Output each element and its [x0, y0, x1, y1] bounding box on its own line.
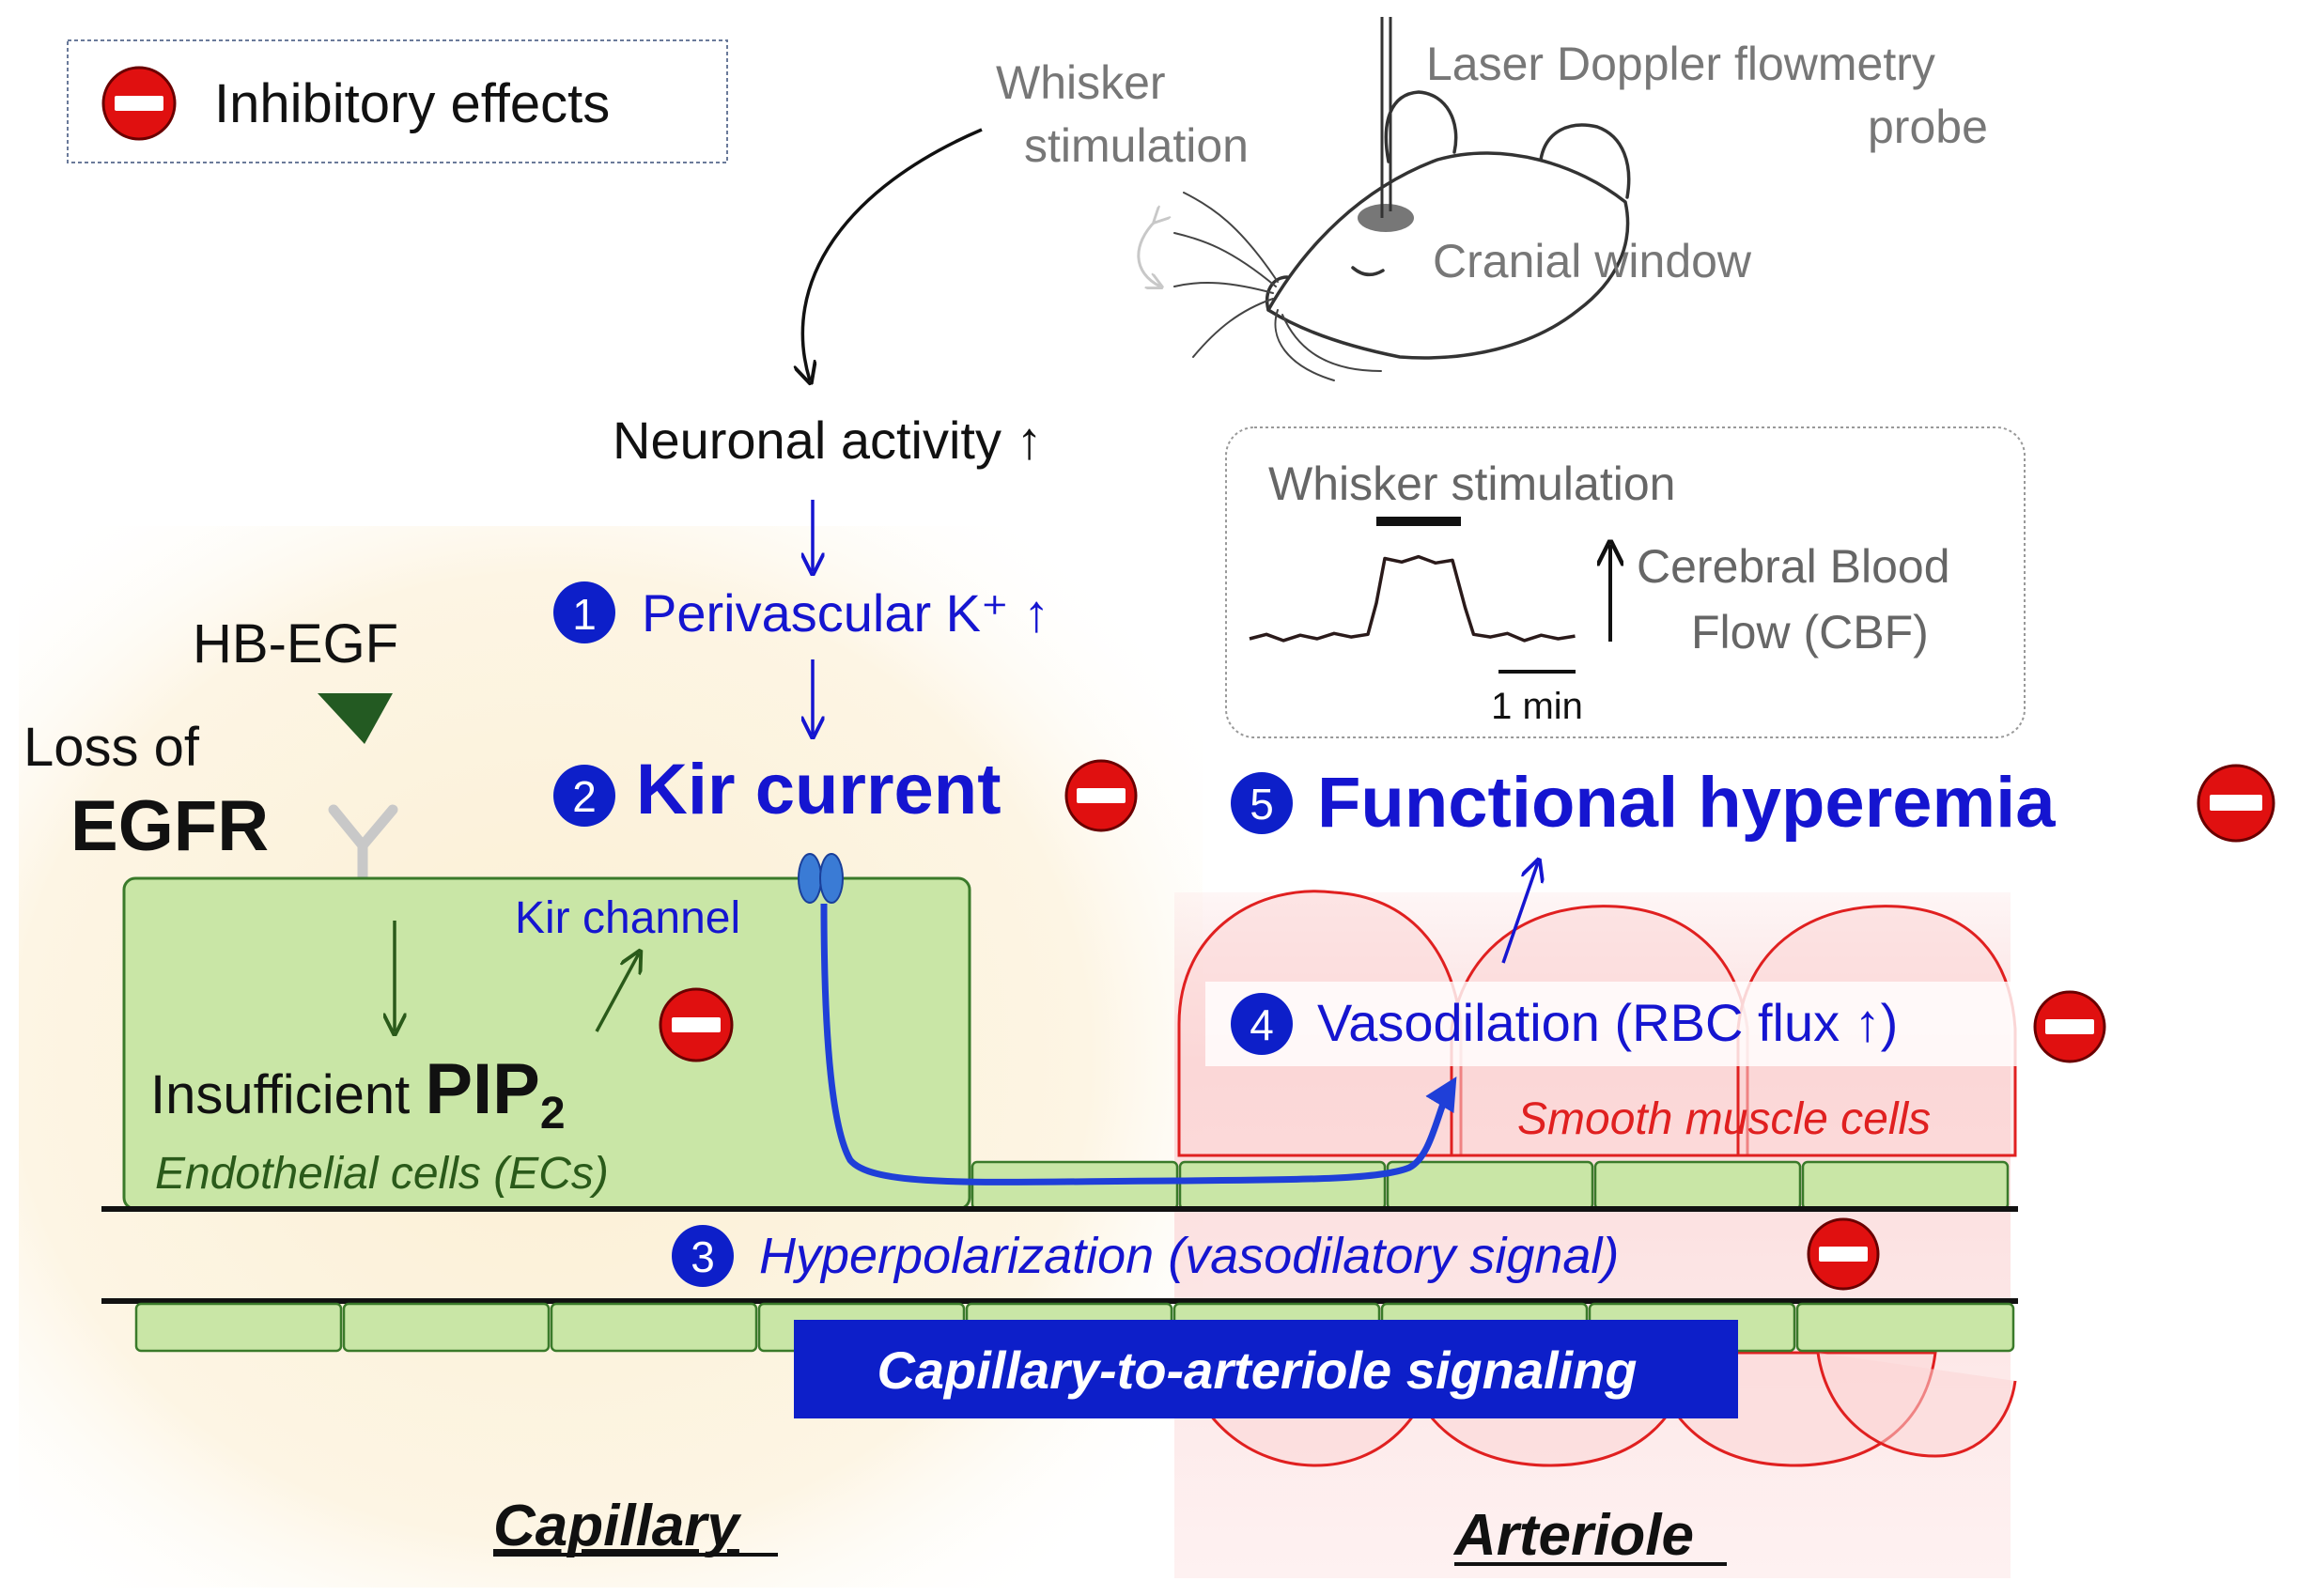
- pip2-to-kir-arrow: [595, 953, 639, 1032]
- whisker-stimulation-label-line2: stimulation: [1024, 119, 1249, 172]
- svg-text:1: 1: [572, 590, 597, 639]
- cranial-window-shape: [1358, 204, 1414, 232]
- cbf-measure-line2: Flow (CBF): [1691, 606, 1929, 659]
- smooth-muscle-cells-label: Smooth muscle cells: [1517, 1094, 1931, 1144]
- step4-label-background: [1205, 982, 2021, 1066]
- pip2-inhibit-icon: [659, 987, 734, 1062]
- probe-label-line1: Laser Doppler flowmetry: [1426, 38, 1935, 90]
- egfr-label: EGFR: [70, 786, 269, 866]
- step3-badge: 3: [672, 1225, 734, 1287]
- functional-hyperemia-label: Functional hyperemia: [1317, 763, 2056, 843]
- hyperpolarization-label: Hyperpolarization (vasodilatory signal): [759, 1228, 1619, 1284]
- legend-label: Inhibitory effects: [214, 73, 610, 134]
- signal-propagation-arrow: [820, 903, 1457, 1185]
- step4-badge: 4: [1231, 993, 1293, 1055]
- vasodilation-to-hyperemia-arrow: [1501, 862, 1538, 964]
- kir-current-label: Kir current: [636, 750, 1001, 829]
- probe-label-line2: probe: [1868, 101, 1988, 153]
- hyperpolarization-inhibit-icon: [1807, 1217, 1880, 1291]
- kir-channel-label: Kir channel: [515, 893, 740, 943]
- cbf-inset-panel: Whisker stimulation Cerebral Blood Flow …: [1225, 426, 2026, 738]
- whisker-stimulation-label-line1: Whisker: [996, 56, 1166, 109]
- arteriole-label: Arteriole: [1452, 1503, 1694, 1568]
- kir-channel-icon: [798, 853, 844, 904]
- cbf-measure-line1: Cerebral Blood: [1637, 540, 1950, 593]
- cbf-trace: [1249, 554, 1576, 643]
- step1-badge: 1: [553, 581, 615, 643]
- whisker-to-neuron-arrow: [802, 128, 983, 380]
- endothelial-cells-label: Endothelial cells (ECs): [155, 1149, 609, 1199]
- step2-badge: 2: [553, 765, 615, 827]
- endothelial-segments-upper: [970, 1160, 2010, 1211]
- step5-badge: 5: [1231, 772, 1293, 834]
- legend-box: Inhibitory effects: [67, 39, 728, 163]
- svg-text:5: 5: [1250, 780, 1274, 829]
- vasodilation-label: Vasodilation (RBC flux ↑): [1317, 993, 1898, 1052]
- hb-egf-label: HB-EGF: [193, 613, 398, 674]
- vasodilation-inhibit-icon: [2033, 990, 2106, 1063]
- signaling-banner: [794, 1320, 1738, 1418]
- capillary-label: Capillary: [493, 1494, 742, 1558]
- signaling-banner-label: Capillary-to-arteriole signaling: [877, 1340, 1637, 1400]
- pip2-label: Insufficient PIP2: [150, 1049, 566, 1139]
- whisker-motion-arrow: [1137, 221, 1160, 287]
- time-scale-label: 1 min: [1491, 686, 1583, 727]
- cranial-window-label: Cranial window: [1433, 235, 1752, 287]
- svg-text:4: 4: [1250, 1000, 1274, 1049]
- cbf-inset-title: Whisker stimulation: [1268, 457, 1675, 510]
- no-entry-icon: [101, 66, 177, 141]
- loss-of-label: Loss of: [23, 717, 200, 778]
- svg-text:3: 3: [691, 1232, 715, 1281]
- perivascular-k-label: Perivascular K⁺ ↑: [642, 583, 1049, 643]
- neuronal-activity-label: Neuronal activity ↑: [613, 411, 1043, 470]
- hyperemia-inhibit-icon: [2197, 764, 2275, 843]
- svg-text:2: 2: [572, 772, 597, 821]
- hb-egf-ligand-icon: [318, 693, 393, 744]
- mouse-head-illustration: [1173, 90, 1631, 381]
- kir-current-inhibit-icon: [1064, 759, 1138, 832]
